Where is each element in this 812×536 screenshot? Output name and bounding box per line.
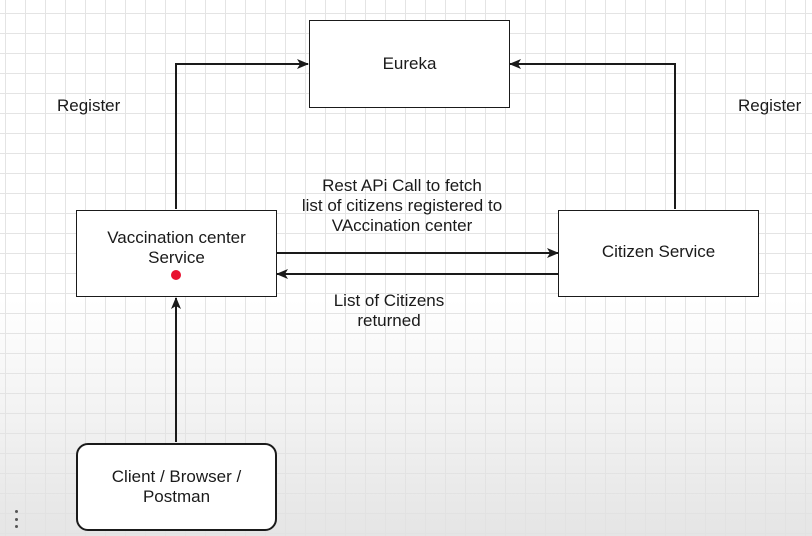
vaccination-center-service-label: Vaccination center Service [107,227,246,267]
eureka-label: Eureka [382,54,437,73]
vaccination-center-service-node[interactable]: Vaccination center Service [76,210,277,297]
list-returned-label: List of Citizens returned [333,291,445,330]
arrow-vaccination-to-eureka [175,59,309,209]
more-vert-icon[interactable] [10,510,22,528]
red-dot-icon [171,270,181,280]
register-left-label: Register [57,96,121,115]
arrow-citizen-to-eureka [509,59,676,209]
rest-call-label: Rest APi Call to fetch list of citizens … [301,176,503,235]
register-right-label: Register [738,96,802,115]
eureka-node[interactable]: Eureka [309,20,510,108]
citizen-service-node[interactable]: Citizen Service [558,210,759,297]
client-browser-postman-node[interactable]: Client / Browser / Postman [76,443,277,531]
citizen-service-label: Citizen Service [601,241,716,261]
client-browser-postman-label: Client / Browser / Postman [111,467,242,506]
